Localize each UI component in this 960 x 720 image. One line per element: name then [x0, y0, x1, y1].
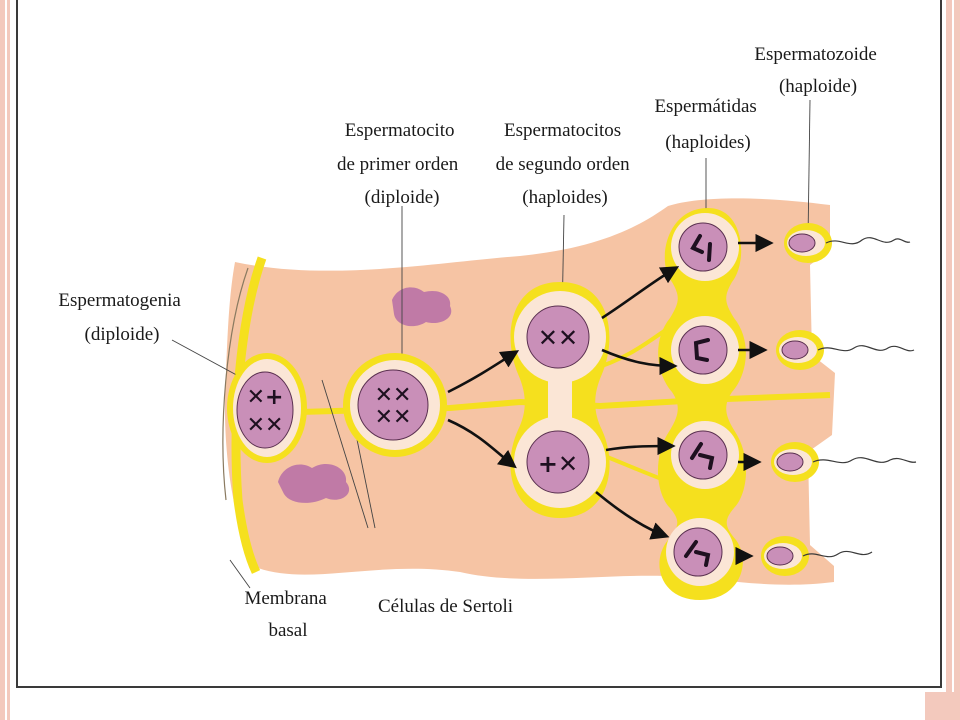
label-secondary-spermatocytes: Espermatocitos de segundo orden (haploid…: [496, 120, 635, 208]
sertoli-blob-lower: [278, 463, 350, 503]
secondary-spermatocytes-pair: ✕✕ +✕: [510, 282, 610, 518]
label-basal-membrane: Membrana basal: [244, 588, 331, 641]
basal-membrane-line: [222, 267, 249, 501]
spermatids-column: [657, 208, 747, 600]
spermatogonium-cell: ✕+ ✕✕: [227, 353, 307, 463]
label-spermatozoon: Espermatozoide (haploide): [754, 44, 881, 97]
svg-text:✕✕: ✕✕: [247, 413, 284, 438]
label-sertoli-cells: Células de Sertoli: [378, 596, 513, 617]
label-spermatogonium: Espermatogenia (diploide): [58, 290, 185, 345]
svg-text:✕+: ✕+: [247, 385, 284, 410]
label-spermatids: Espermátidas (haploides): [654, 96, 761, 153]
slide-corner-decoration: [925, 692, 960, 720]
slide-right-border: [946, 0, 960, 720]
division-arrows: [447, 233, 774, 566]
spermatozoa-column: [761, 223, 917, 576]
primary-spermatocyte-cell: ✕✕ ✕✕: [343, 353, 447, 457]
svg-text:✕✕: ✕✕: [375, 383, 412, 408]
svg-text:+✕: +✕: [538, 450, 578, 478]
label-primary-spermatocyte: Espermatocito de primer orden (diploide): [337, 120, 463, 208]
svg-text:✕✕: ✕✕: [375, 405, 412, 430]
svg-text:✕✕: ✕✕: [538, 324, 578, 352]
sertoli-blob-upper: [392, 287, 452, 327]
basal-membrane-band: [231, 256, 267, 574]
slide-left-border: [0, 0, 10, 720]
